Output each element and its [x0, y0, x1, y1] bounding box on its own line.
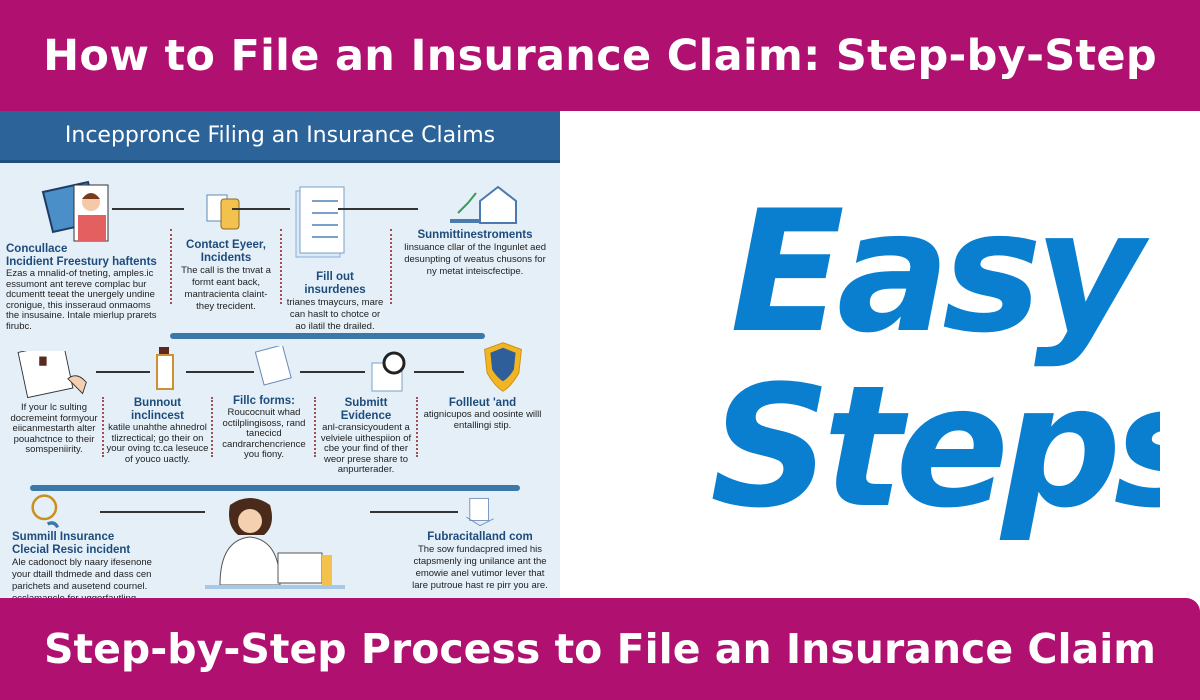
house-chart-icon — [450, 185, 517, 224]
divider — [314, 397, 316, 457]
infographic-title: Inceppronce Filing an Insurance Claims — [64, 123, 496, 148]
step-consulting: If your lc sulting docremeint formyour e… — [10, 402, 98, 455]
top-banner: How to File an Insurance Claim: Step-by-… — [0, 0, 1200, 111]
svg-text:Steps: Steps — [710, 349, 1160, 540]
infographic-header: Inceppronce Filing an Insurance Claims — [0, 111, 560, 163]
checklist-icon — [295, 186, 345, 258]
flow-band — [30, 485, 520, 491]
person-document-icon — [41, 180, 109, 242]
bottom-banner: Step-by-Step Process to File an Insuranc… — [0, 598, 1200, 700]
infographic: Inceppronce Filing an Insurance Claims C… — [0, 111, 560, 598]
phone-document-icon — [206, 194, 240, 230]
magnifier-icon — [31, 494, 60, 529]
shield-icon — [484, 342, 522, 392]
divider — [390, 229, 392, 304]
flow-band — [170, 333, 485, 339]
svg-text:Easy: Easy — [730, 174, 1150, 370]
connector-line — [112, 208, 184, 210]
hand-document-icon — [466, 497, 494, 527]
signing-document-icon — [17, 351, 87, 399]
connector-line — [370, 511, 458, 513]
form-icon — [255, 346, 292, 386]
connector-arrow — [100, 511, 205, 513]
connector-arrow — [414, 371, 464, 373]
divider — [170, 229, 172, 304]
page-title: How to File an Insurance Claim: Step-by-… — [43, 30, 1157, 81]
divider — [416, 397, 418, 457]
divider — [102, 397, 104, 457]
connector-line — [232, 208, 290, 210]
connector-line — [300, 371, 365, 373]
connector-line — [186, 371, 254, 373]
step-fill-forms: Fillc forms:Roucocnuit whad octilplingis… — [222, 395, 306, 460]
woman-laptop-icon — [205, 498, 345, 589]
divider — [211, 397, 213, 457]
magnifier-evidence-icon — [371, 351, 406, 392]
bottle-icon — [156, 347, 174, 390]
divider — [280, 229, 282, 304]
easy-steps-logo: Easy Steps — [710, 174, 1160, 540]
footer-title: Step-by-Step Process to File an Insuranc… — [43, 625, 1157, 673]
connector-line — [96, 371, 150, 373]
connector-arrow — [338, 208, 418, 210]
